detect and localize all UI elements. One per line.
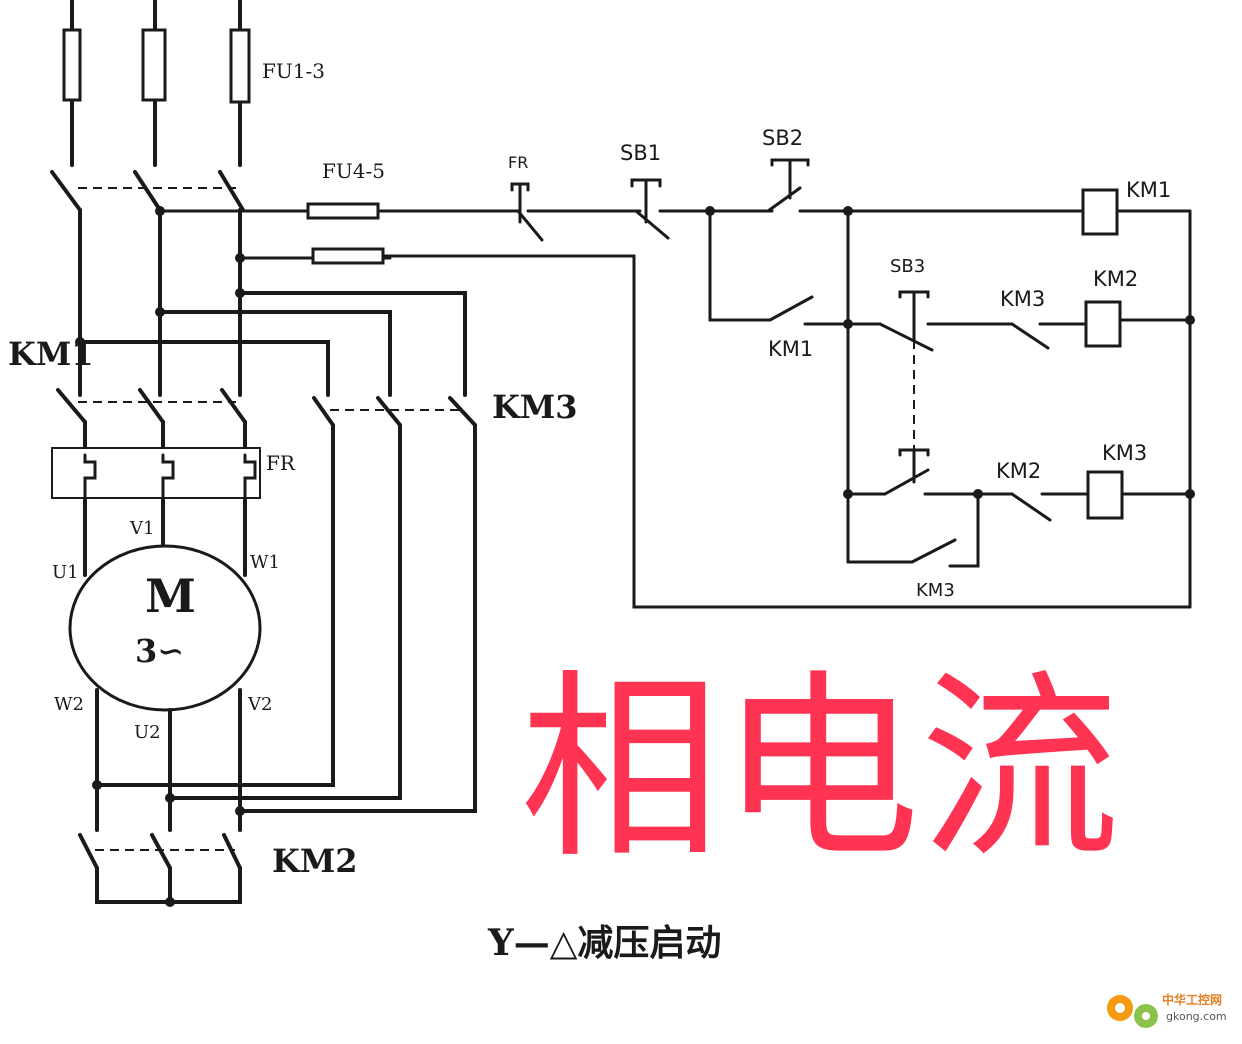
diagram-caption: Y—△减压启动 bbox=[487, 922, 721, 964]
watermark-cn: 中华工控网 bbox=[1162, 992, 1222, 1007]
label-km2-contact: KM2 bbox=[996, 459, 1041, 483]
label-km3-coil: KM3 bbox=[1102, 441, 1147, 465]
coil-km3 bbox=[1086, 470, 1124, 520]
motor bbox=[68, 544, 262, 712]
overlay-text: 相电流 bbox=[520, 653, 1120, 886]
fuse-fu1 bbox=[62, 28, 82, 102]
terminal-u2: U2 bbox=[134, 722, 161, 743]
label-fu1-3: FU1-3 bbox=[262, 59, 325, 83]
label-km1-aux: KM1 bbox=[768, 337, 813, 361]
terminal-v2: V2 bbox=[247, 694, 272, 715]
fuse-fu3 bbox=[229, 28, 251, 104]
coil-km2 bbox=[1084, 300, 1122, 348]
watermark-url: gkong.com bbox=[1166, 1010, 1227, 1023]
control-circuit bbox=[306, 158, 1195, 609]
label-km3-contact: KM3 bbox=[1000, 287, 1045, 311]
label-km2-coil: KM2 bbox=[1093, 267, 1138, 291]
label-fr-main: FR bbox=[266, 451, 296, 475]
label-fu4-5: FU4-5 bbox=[322, 159, 385, 183]
motor-label: M bbox=[145, 569, 196, 623]
terminal-w2: W2 bbox=[54, 694, 84, 715]
label-sb3: SB3 bbox=[890, 256, 925, 277]
power-circuit bbox=[50, 0, 477, 907]
watermark-logo: 中华工控网 gkong.com bbox=[1107, 992, 1227, 1028]
label-fr-control: FR bbox=[508, 153, 528, 172]
label-sb1: SB1 bbox=[620, 141, 661, 165]
terminal-w1: W1 bbox=[250, 552, 280, 573]
label-km1-coil: KM1 bbox=[1126, 178, 1171, 202]
fuse-fu4 bbox=[306, 202, 380, 220]
label-km1-main: KM1 bbox=[8, 335, 94, 373]
fuse-fu2 bbox=[141, 28, 167, 102]
fuse-fu5 bbox=[311, 247, 385, 265]
label-km3-aux: KM3 bbox=[916, 580, 955, 601]
coil-km1 bbox=[1081, 188, 1119, 236]
thermal-relay-fr bbox=[51, 447, 261, 499]
label-sb2: SB2 bbox=[762, 126, 803, 150]
label-km3-main: KM3 bbox=[492, 388, 578, 426]
label-km2-main: KM2 bbox=[272, 842, 358, 880]
motor-phase-label: 3∽ bbox=[135, 632, 184, 670]
terminal-u1: U1 bbox=[52, 562, 79, 583]
terminal-v1: V1 bbox=[129, 518, 154, 539]
